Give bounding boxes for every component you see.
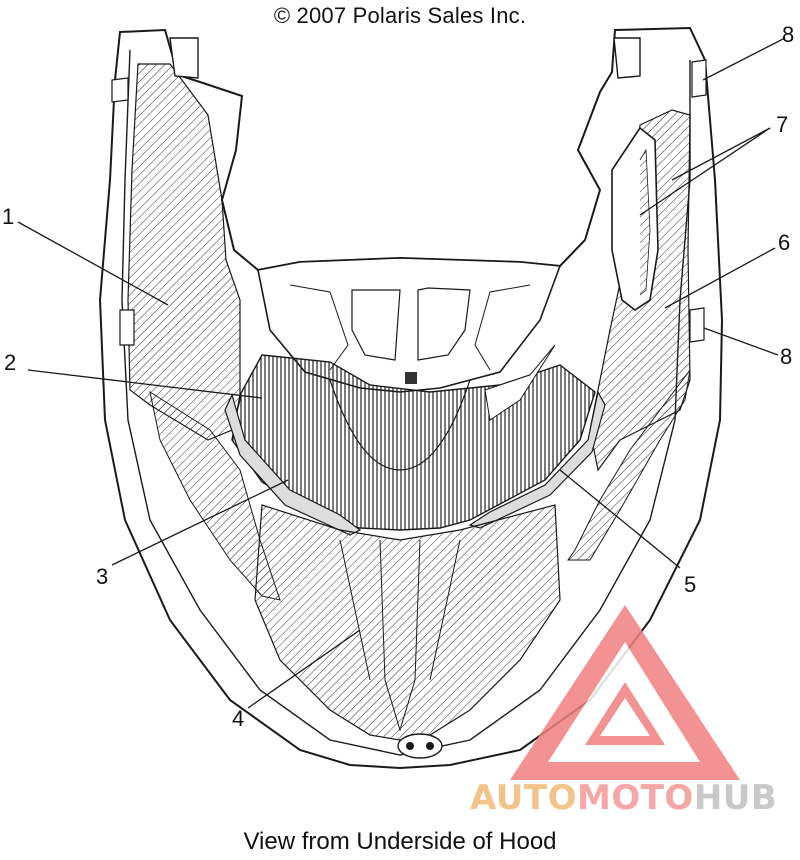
- leader-line-6: [664, 247, 776, 309]
- leader-line-1: [17, 221, 169, 306]
- leader-line-7b: [639, 127, 771, 216]
- callout-label: 1: [2, 204, 15, 229]
- watermark-part: HUB: [693, 778, 778, 818]
- callout-label: 2: [4, 350, 17, 375]
- leader-line-8a: [702, 37, 786, 81]
- callout-label: 8: [780, 344, 793, 369]
- front-lower-panel: [254, 504, 561, 741]
- callout-label: 6: [778, 230, 791, 255]
- copyright-notice: © 2007 Polaris Sales Inc.: [273, 3, 527, 28]
- leader-line-5: [559, 469, 681, 569]
- diagram-caption: View from Underside of Hood: [243, 828, 557, 855]
- leader-line-3: [111, 479, 289, 566]
- callout-label: 7: [776, 112, 789, 137]
- leader-line-8b: [703, 327, 779, 356]
- callout-label: 5: [684, 572, 697, 597]
- callout-label: 3: [96, 564, 109, 589]
- callout-label: 4: [232, 706, 245, 731]
- watermark-logo: [510, 605, 740, 780]
- leader-line-7a: [671, 127, 771, 181]
- callout-label: 8: [782, 22, 795, 47]
- watermark-text: AUTOMOTOHUB: [470, 778, 777, 818]
- watermark-part: AUTO: [470, 778, 577, 818]
- leader-line-4: [247, 629, 361, 709]
- leader-line-2: [27, 369, 263, 399]
- watermark-part: MOTO: [576, 778, 694, 818]
